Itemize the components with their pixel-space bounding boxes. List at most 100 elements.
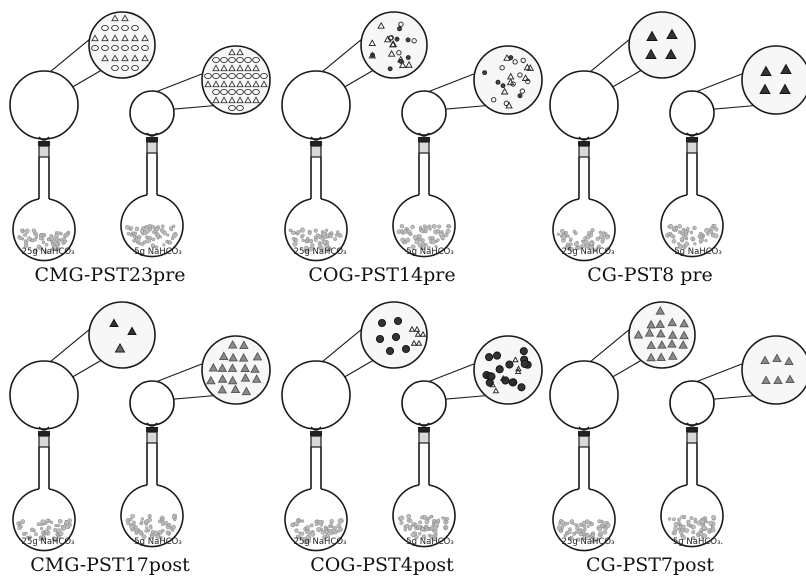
powder-grain xyxy=(399,515,405,521)
powder-grain xyxy=(444,525,449,530)
powder-grain xyxy=(602,529,608,535)
particle-circle xyxy=(519,88,525,94)
flask-body xyxy=(12,488,76,552)
powder-grain xyxy=(561,235,567,240)
particle-ellipse xyxy=(228,73,236,80)
particle-triangle xyxy=(505,101,513,109)
panel-title: COG-PST14pre xyxy=(308,264,455,286)
powder-grain xyxy=(339,234,343,238)
powder-grain xyxy=(699,528,703,532)
powder-grain xyxy=(433,529,438,534)
baking-soda-powder xyxy=(125,513,178,540)
stopper xyxy=(38,435,50,448)
powder-grain xyxy=(597,519,602,524)
powder-grain xyxy=(137,241,141,245)
powder-grain xyxy=(445,520,449,524)
powder-grain xyxy=(424,527,429,532)
particle-triangle xyxy=(251,374,262,383)
particle-circle xyxy=(385,346,395,356)
powder-grain xyxy=(328,233,334,239)
particle-circle xyxy=(505,360,514,369)
powder-grain xyxy=(684,241,690,247)
powder-grain xyxy=(147,223,152,229)
particle-ellipse xyxy=(212,57,220,64)
powder-grain xyxy=(159,535,163,540)
balloon xyxy=(549,360,619,430)
cork-band xyxy=(38,141,50,146)
powder-grain xyxy=(410,244,416,250)
powder-grain xyxy=(57,523,61,528)
powder-grain xyxy=(63,234,67,238)
particle-ellipse xyxy=(131,45,139,52)
powder-grain xyxy=(407,232,412,236)
stopper xyxy=(418,141,430,154)
powder-grain xyxy=(333,237,337,241)
particle-triangle xyxy=(240,363,250,372)
powder-grain xyxy=(681,524,686,529)
flask-body xyxy=(660,484,724,548)
powder-grain xyxy=(138,530,142,534)
particle-triangle xyxy=(419,330,427,337)
cork-band xyxy=(146,137,158,142)
particle-ellipse xyxy=(121,24,129,31)
particle-triangle xyxy=(779,83,791,94)
powder-grain xyxy=(306,530,312,535)
particle-triangle xyxy=(252,351,263,361)
particle-triangle xyxy=(503,53,511,61)
powder-grain xyxy=(329,522,333,526)
zoom-connector xyxy=(48,327,92,364)
zoom-circle xyxy=(741,335,806,405)
stopper xyxy=(418,431,430,444)
powder-grain xyxy=(56,528,62,534)
powder-grain xyxy=(23,232,28,237)
balloon-neck xyxy=(310,426,322,431)
particle-triangle xyxy=(512,356,519,363)
powder-grain xyxy=(566,242,570,247)
particle-triangle xyxy=(644,328,655,337)
powder-grain xyxy=(46,525,52,531)
powder-grain xyxy=(575,526,580,531)
flask-body xyxy=(284,198,348,262)
powder-grain xyxy=(583,236,587,240)
powder-grain xyxy=(154,245,159,250)
particle-triangle xyxy=(109,318,119,328)
particle-triangle xyxy=(238,353,249,362)
powder-grain xyxy=(677,517,681,522)
powder-grain xyxy=(597,527,603,532)
powder-grain xyxy=(445,517,450,521)
particle-circle xyxy=(520,359,529,369)
powder-grain xyxy=(329,519,334,524)
powder-grain xyxy=(424,229,428,234)
powder-grain xyxy=(709,226,714,231)
particle-triangle xyxy=(101,34,109,42)
particle-circle xyxy=(411,38,417,44)
powder-grain xyxy=(308,238,314,244)
cork-band xyxy=(418,427,430,432)
balloon-neck xyxy=(418,132,430,137)
baking-soda-powder xyxy=(17,228,71,254)
powder-grain xyxy=(412,234,418,240)
powder-grain xyxy=(316,527,322,533)
powder-grain xyxy=(691,536,696,540)
powder-grain xyxy=(434,244,438,249)
powder-grain xyxy=(23,243,29,248)
particle-ellipse xyxy=(252,57,260,64)
particle-triangle xyxy=(492,387,500,394)
balloon xyxy=(401,90,447,136)
powder-grain xyxy=(159,228,165,233)
flask-label: 25g NaHCO₃ xyxy=(22,537,75,547)
powder-grain xyxy=(400,237,405,243)
particle-ellipse xyxy=(236,105,244,112)
powder-grain xyxy=(430,239,436,245)
particle-triangle xyxy=(655,305,666,315)
particle-triangle xyxy=(252,64,260,72)
zoom-particles xyxy=(759,63,792,94)
powder-grain xyxy=(318,246,324,251)
stopper xyxy=(146,431,158,444)
flask-label: 5g NaHCO₃ xyxy=(134,537,182,547)
zoom-circle xyxy=(473,45,543,115)
powder-grain xyxy=(141,534,147,540)
particle-ellipse xyxy=(101,45,109,52)
particle-ellipse xyxy=(111,65,119,72)
